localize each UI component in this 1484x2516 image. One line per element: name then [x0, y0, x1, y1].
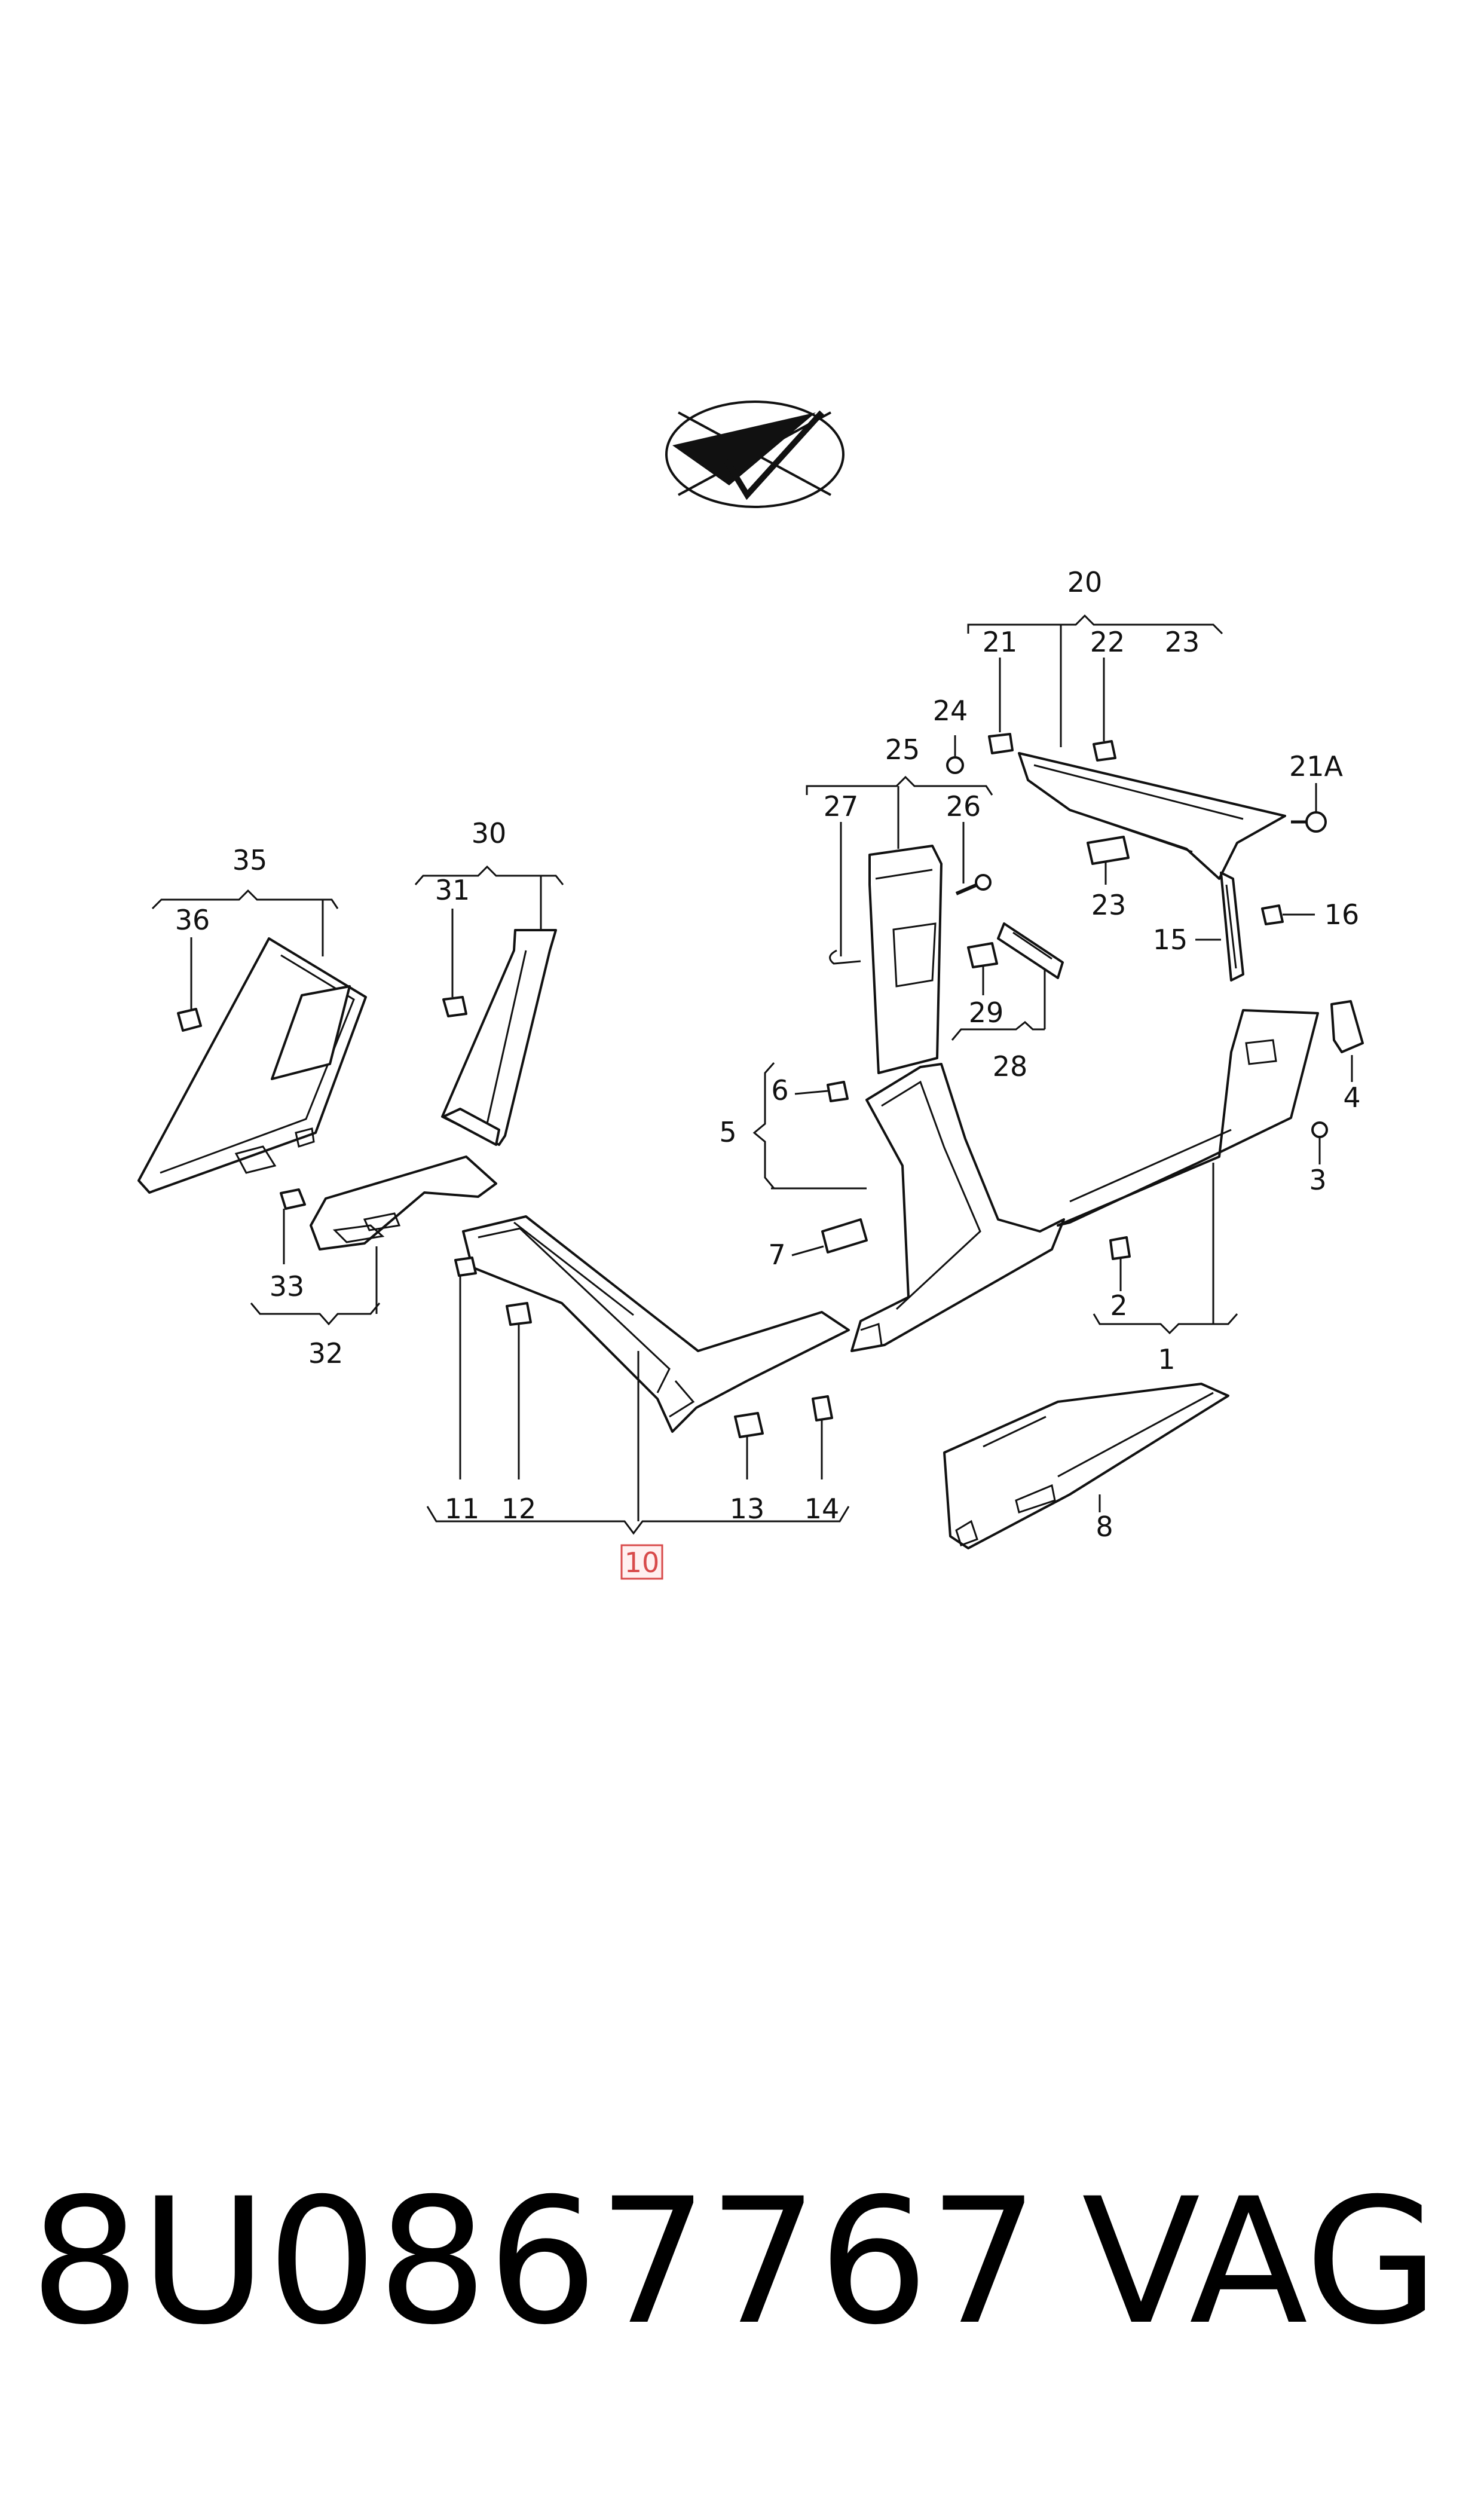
- callout-3: 3: [1309, 1164, 1326, 1196]
- part-number-text: 8U0867767: [30, 2162, 1039, 2363]
- part-8-sill-plate: [943, 1383, 1229, 1549]
- part-31-clip: [442, 996, 467, 1017]
- part-26-bolt: [955, 874, 992, 895]
- callout-27: 27: [824, 790, 859, 823]
- callout-8: 8: [1096, 1511, 1113, 1543]
- callout-28: 28: [993, 1050, 1028, 1083]
- part-12-clip: [506, 1302, 532, 1326]
- part-3-screw: [1311, 1121, 1328, 1138]
- callout-6: 6: [771, 1074, 788, 1106]
- callout-1: 1: [1158, 1343, 1175, 1375]
- callout-5: 5: [719, 1116, 736, 1148]
- callout-4: 4: [1343, 1081, 1360, 1114]
- callout-14: 14: [804, 1493, 840, 1525]
- part-33-clip: [280, 1188, 306, 1210]
- part-10-kick-panel: [462, 1215, 850, 1433]
- part-2-clip: [1109, 1236, 1131, 1260]
- callout-24: 24: [933, 695, 968, 727]
- part-32-lower-trim: [310, 1155, 497, 1251]
- part-13-clip: [734, 1412, 764, 1438]
- callout-10: 10: [625, 1546, 660, 1579]
- callout-31: 31: [435, 874, 470, 906]
- callout-20: 20: [1067, 566, 1103, 598]
- callout-11: 11: [445, 1493, 480, 1525]
- callout-23b: 23: [1091, 889, 1127, 921]
- part-1-sill-trim: [1057, 1009, 1319, 1227]
- part-22-clip: [1093, 740, 1116, 762]
- callout-25: 25: [885, 733, 920, 766]
- part-5-b-pillar-lower: [850, 1063, 1065, 1352]
- part-24-screw: [946, 756, 964, 774]
- part-20-a-pillar-trim: [1018, 752, 1286, 880]
- leader-lines: [151, 614, 1353, 1535]
- callout-26: 26: [946, 790, 981, 823]
- callout-2: 2: [1110, 1289, 1127, 1322]
- part-15-a-pillar-strip: [1220, 872, 1244, 982]
- part-11-clip: [454, 1257, 477, 1277]
- brand-text: VAG: [1082, 2162, 1439, 2363]
- part-28-retainer: [997, 922, 1064, 979]
- part-27-hook: [829, 949, 861, 965]
- part-35-rear-pillar-trim: [137, 937, 367, 1194]
- part-14-clip: [812, 1395, 833, 1421]
- part-25-b-pillar-upper: [868, 845, 943, 1074]
- callout-30: 30: [472, 817, 507, 849]
- callout-16: 16: [1324, 898, 1360, 931]
- callout-21a: 21A: [1289, 750, 1344, 782]
- part-21-clip: [988, 733, 1014, 754]
- callout-23: 23: [1165, 626, 1200, 658]
- callout-12: 12: [501, 1493, 537, 1525]
- callout-32: 32: [308, 1337, 344, 1369]
- callout-33: 33: [270, 1270, 305, 1303]
- callout-15: 15: [1153, 924, 1188, 956]
- callout-22: 22: [1090, 626, 1125, 658]
- part-23-airbag-badge: [1087, 836, 1130, 865]
- part-29-clip: [967, 942, 998, 968]
- part-21a-screw: [1291, 811, 1327, 833]
- callout-36: 36: [175, 904, 210, 936]
- callout-35: 35: [232, 844, 268, 876]
- callout-29: 29: [969, 996, 1004, 1029]
- callout-labels: 20 21 22 23 24 21A 25 27 26 23 15 16 29 …: [175, 566, 1361, 1580]
- part-16-clip: [1261, 904, 1284, 925]
- paper-plane-check-logo: [665, 401, 844, 508]
- part-4-bracket: [1330, 1000, 1364, 1053]
- callout-7: 7: [768, 1239, 785, 1271]
- part-36-clip: [177, 1008, 202, 1032]
- part-30-pillar-trim: [441, 929, 557, 1146]
- callout-13: 13: [730, 1493, 765, 1525]
- callout-10-highlighted: 10: [620, 1544, 663, 1580]
- part-7-block: [821, 1218, 868, 1254]
- callout-21: 21: [983, 626, 1018, 658]
- part-6-clip: [827, 1081, 849, 1102]
